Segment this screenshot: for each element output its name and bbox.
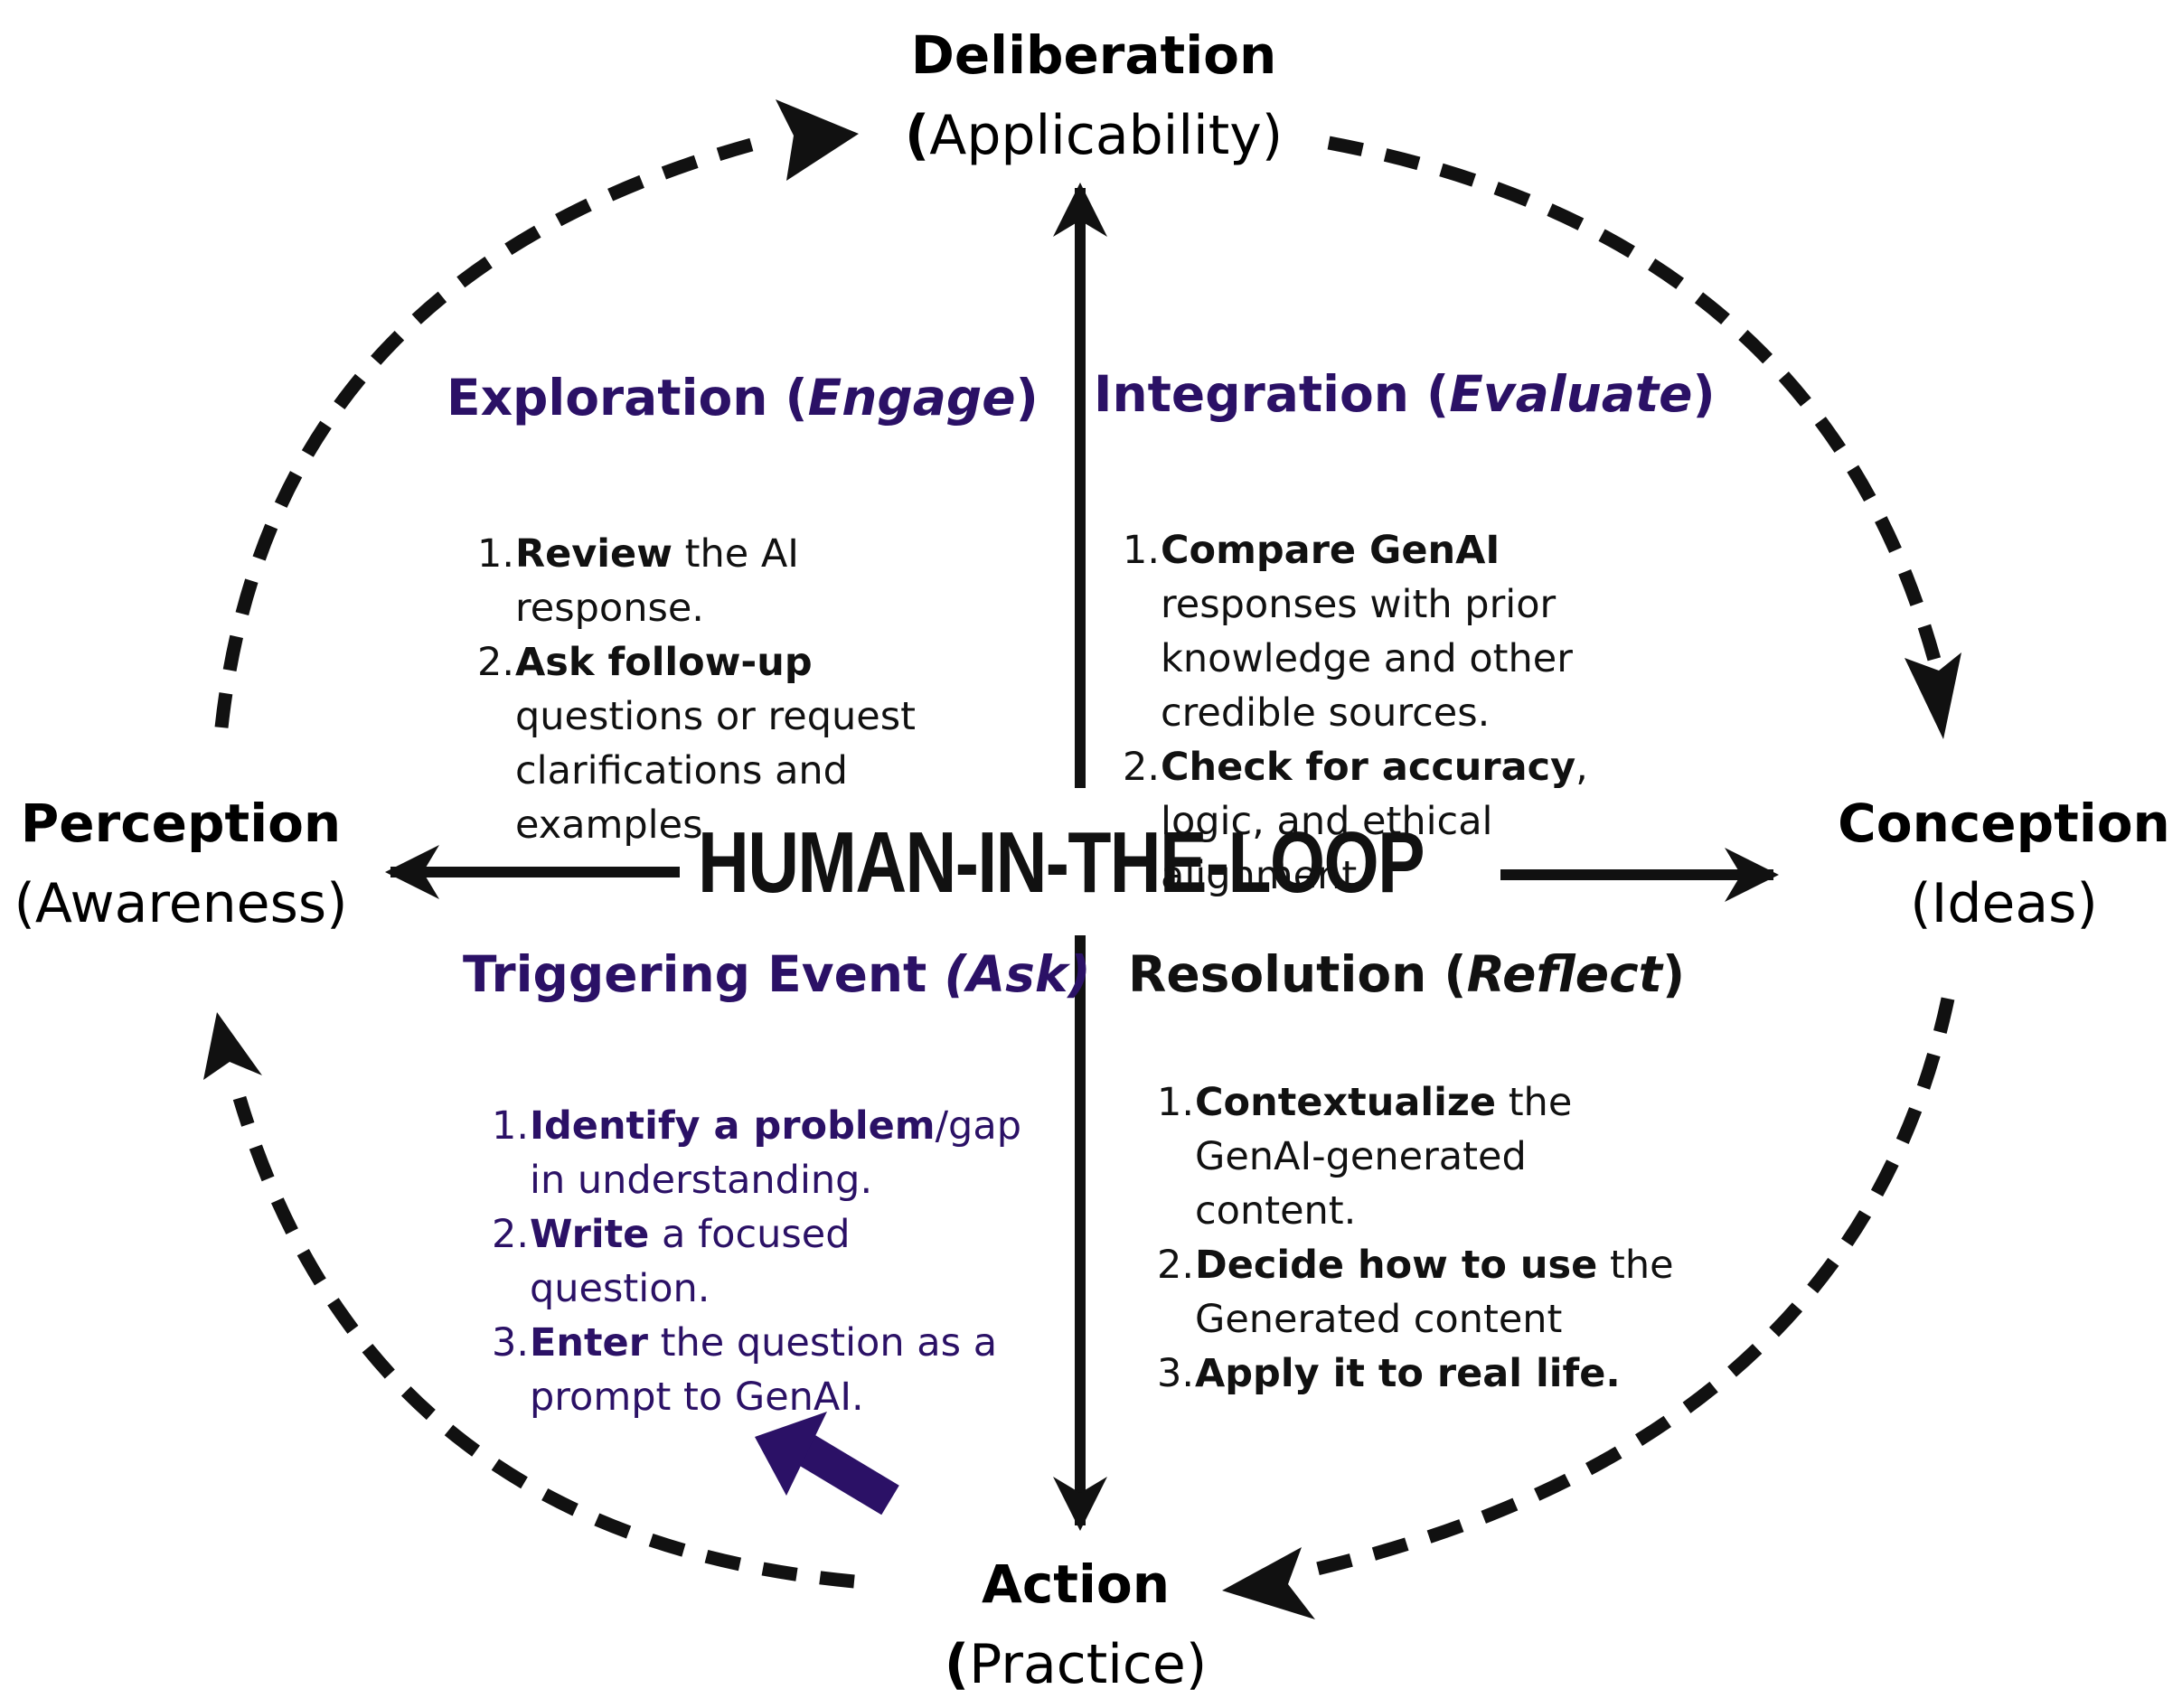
list-item: 1.Review the AI response. <box>477 531 799 631</box>
node-perception: Perception (Awareness) <box>0 784 362 944</box>
arc-conception-to-action <box>1300 997 1955 1580</box>
arc-head-perception <box>203 1012 262 1080</box>
arc-head-deliberation <box>776 99 859 181</box>
node-conception-title: Conception <box>1838 793 2170 854</box>
node-action-title: Action <box>981 1553 1170 1615</box>
list-item: 2.Write a focused question. <box>492 1212 851 1311</box>
node-perception-subtitle: (Awareness) <box>14 872 348 935</box>
center-title: HUMAN-IN-THE-LOOP <box>698 814 1425 911</box>
list-item: 2.Check for accuracy, logic, and ethical… <box>1123 745 1588 898</box>
arc-deliberation-to-conception <box>1327 136 1942 662</box>
start-pointer-arrow <box>755 1412 899 1516</box>
node-conception-subtitle: (Ideas) <box>1910 872 2098 935</box>
arc-head-conception <box>1905 652 1961 739</box>
list-item: 1.Identify a problem/gap in understandin… <box>492 1103 1021 1203</box>
resolution-steps: 1.Contextualize the GenAI-generated cont… <box>1157 1075 1699 1401</box>
triggering-steps: 1.Identify a problem/gap in understandin… <box>492 1099 1034 1424</box>
integration-steps: 1.Compare GenAI responses with prior kno… <box>1123 523 1701 903</box>
arc-action-to-perception <box>232 1095 855 1589</box>
list-item: 2.Ask follow-up questions or request cla… <box>477 640 916 848</box>
resolution-title: Resolution (Reflect) <box>1128 945 1686 1003</box>
node-action-subtitle: Practice) <box>969 1633 1208 1696</box>
node-action: Action (Practice) <box>904 1545 1247 1705</box>
exploration-title: Exploration (Engage) <box>447 369 1039 427</box>
exploration-steps: 1.Review the AI response. 2.Ask follow-u… <box>477 527 992 852</box>
node-deliberation: Deliberation (Applicability) <box>895 16 1293 176</box>
list-item: 1.Compare GenAI responses with prior kno… <box>1123 528 1573 736</box>
arc-perception-to-deliberation <box>214 133 770 728</box>
triggering-title: Triggering Event (Ask) <box>463 945 1091 1003</box>
node-conception: Conception (Ideas) <box>1826 784 2182 944</box>
node-deliberation-paren: ( <box>904 104 930 167</box>
list-item: 3. Enter the question as a prompt to Gen… <box>492 1320 998 1420</box>
node-action-paren: ( <box>944 1633 970 1696</box>
node-deliberation-subtitle: Applicability) <box>929 104 1284 167</box>
list-item: 3.Apply it to real life. <box>1157 1351 1621 1396</box>
integration-title: Integration (Evaluate) <box>1094 365 1716 423</box>
node-deliberation-title: Deliberation <box>910 24 1277 86</box>
list-item: 2. Decide how to use the Generated conte… <box>1157 1243 1674 1342</box>
list-item: 1.Contextualize the GenAI-generated cont… <box>1157 1080 1573 1234</box>
arc-head-action <box>1222 1547 1315 1619</box>
node-perception-title: Perception <box>20 793 342 854</box>
